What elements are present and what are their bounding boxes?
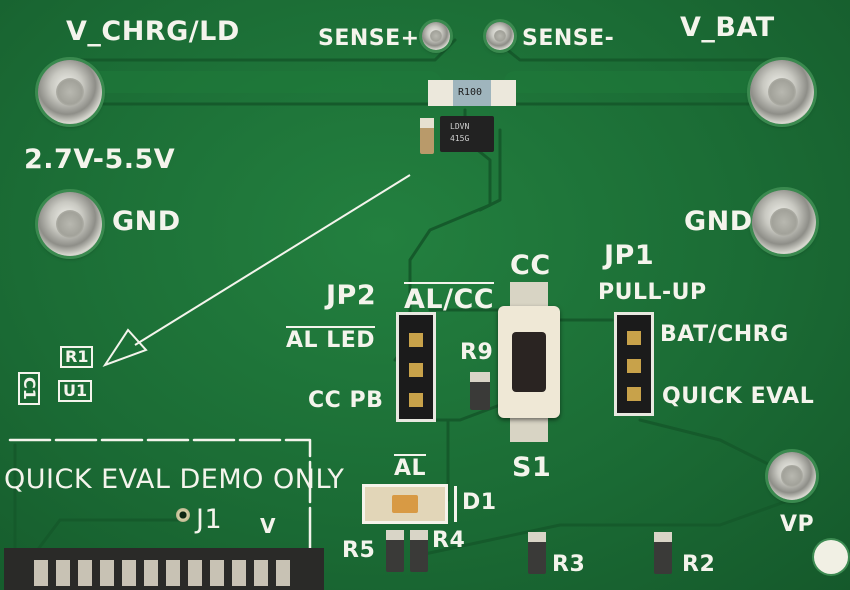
label-voltage-range: 2.7V-5.5V bbox=[24, 144, 176, 175]
resistor-r3 bbox=[528, 532, 546, 574]
corner-fiducial bbox=[814, 540, 848, 574]
label-vp: VP bbox=[780, 512, 815, 537]
gnd-right-pad bbox=[752, 190, 816, 254]
label-r5: R5 bbox=[342, 538, 376, 563]
gnd-left-pad bbox=[38, 192, 102, 256]
label-r9: R9 bbox=[460, 340, 494, 365]
jumper-jp2[interactable] bbox=[396, 312, 436, 422]
label-s1: S1 bbox=[512, 452, 552, 483]
label-cc: CC bbox=[510, 250, 551, 281]
label-sense-minus: SENSE- bbox=[522, 26, 615, 51]
switch-button[interactable] bbox=[512, 332, 546, 392]
v-chrg-pad bbox=[38, 60, 102, 124]
resistor-r5 bbox=[386, 530, 404, 572]
vp-pad bbox=[768, 452, 816, 500]
capacitor-c1 bbox=[420, 118, 434, 154]
label-bat-chrg: BAT/CHRG bbox=[660, 322, 789, 347]
label-pull-up: PULL-UP bbox=[598, 280, 707, 305]
sense-minus-pad bbox=[486, 22, 514, 50]
d1-bar bbox=[454, 486, 457, 522]
sense-plus-pad bbox=[422, 22, 450, 50]
connector-j1 bbox=[4, 548, 324, 590]
ic-u1: LDVN 415G bbox=[440, 116, 494, 152]
label-al-led: AL LED bbox=[286, 326, 376, 353]
jumper-jp1[interactable] bbox=[614, 312, 654, 416]
shunt-resistor: R100 bbox=[428, 80, 516, 106]
label-quick-eval-demo-only: QUICK EVAL DEMO ONLY bbox=[4, 464, 345, 495]
via-j1 bbox=[176, 508, 190, 522]
shunt-marking: R100 bbox=[458, 87, 483, 98]
label-v-chrg-ld: V_CHRG/LD bbox=[66, 16, 240, 47]
label-v-bat: V_BAT bbox=[680, 12, 775, 43]
resistor-r4 bbox=[410, 530, 428, 572]
ic-marking-bottom: 415G bbox=[450, 134, 470, 143]
label-al: AL bbox=[394, 454, 427, 481]
label-v-mark: V bbox=[260, 514, 276, 538]
label-gnd-left: GND bbox=[112, 206, 181, 237]
silk-r1-box: R1 bbox=[60, 346, 94, 368]
silk-c1-box: C1 bbox=[18, 372, 40, 405]
label-d1: D1 bbox=[462, 490, 497, 515]
label-al-cc: AL/CC bbox=[404, 282, 495, 315]
label-cc-pb: CC PB bbox=[308, 388, 384, 413]
label-r2: R2 bbox=[682, 552, 716, 577]
label-jp1: JP1 bbox=[604, 240, 655, 271]
resistor-r9 bbox=[470, 372, 490, 410]
ic-marking-top: LDVN bbox=[450, 122, 470, 131]
label-quick-eval: QUICK EVAL bbox=[662, 384, 815, 409]
label-r3: R3 bbox=[552, 552, 586, 577]
label-j1: J1 bbox=[196, 504, 223, 535]
label-sense-plus: SENSE+ bbox=[318, 26, 420, 51]
resistor-r2 bbox=[654, 532, 672, 574]
led-d1 bbox=[362, 484, 448, 524]
silk-u1-box: U1 bbox=[58, 380, 93, 402]
label-r4: R4 bbox=[432, 528, 466, 553]
label-jp2: JP2 bbox=[326, 280, 377, 311]
switch-s1[interactable] bbox=[498, 306, 560, 418]
label-gnd-right: GND bbox=[684, 206, 753, 237]
v-bat-pad bbox=[750, 60, 814, 124]
